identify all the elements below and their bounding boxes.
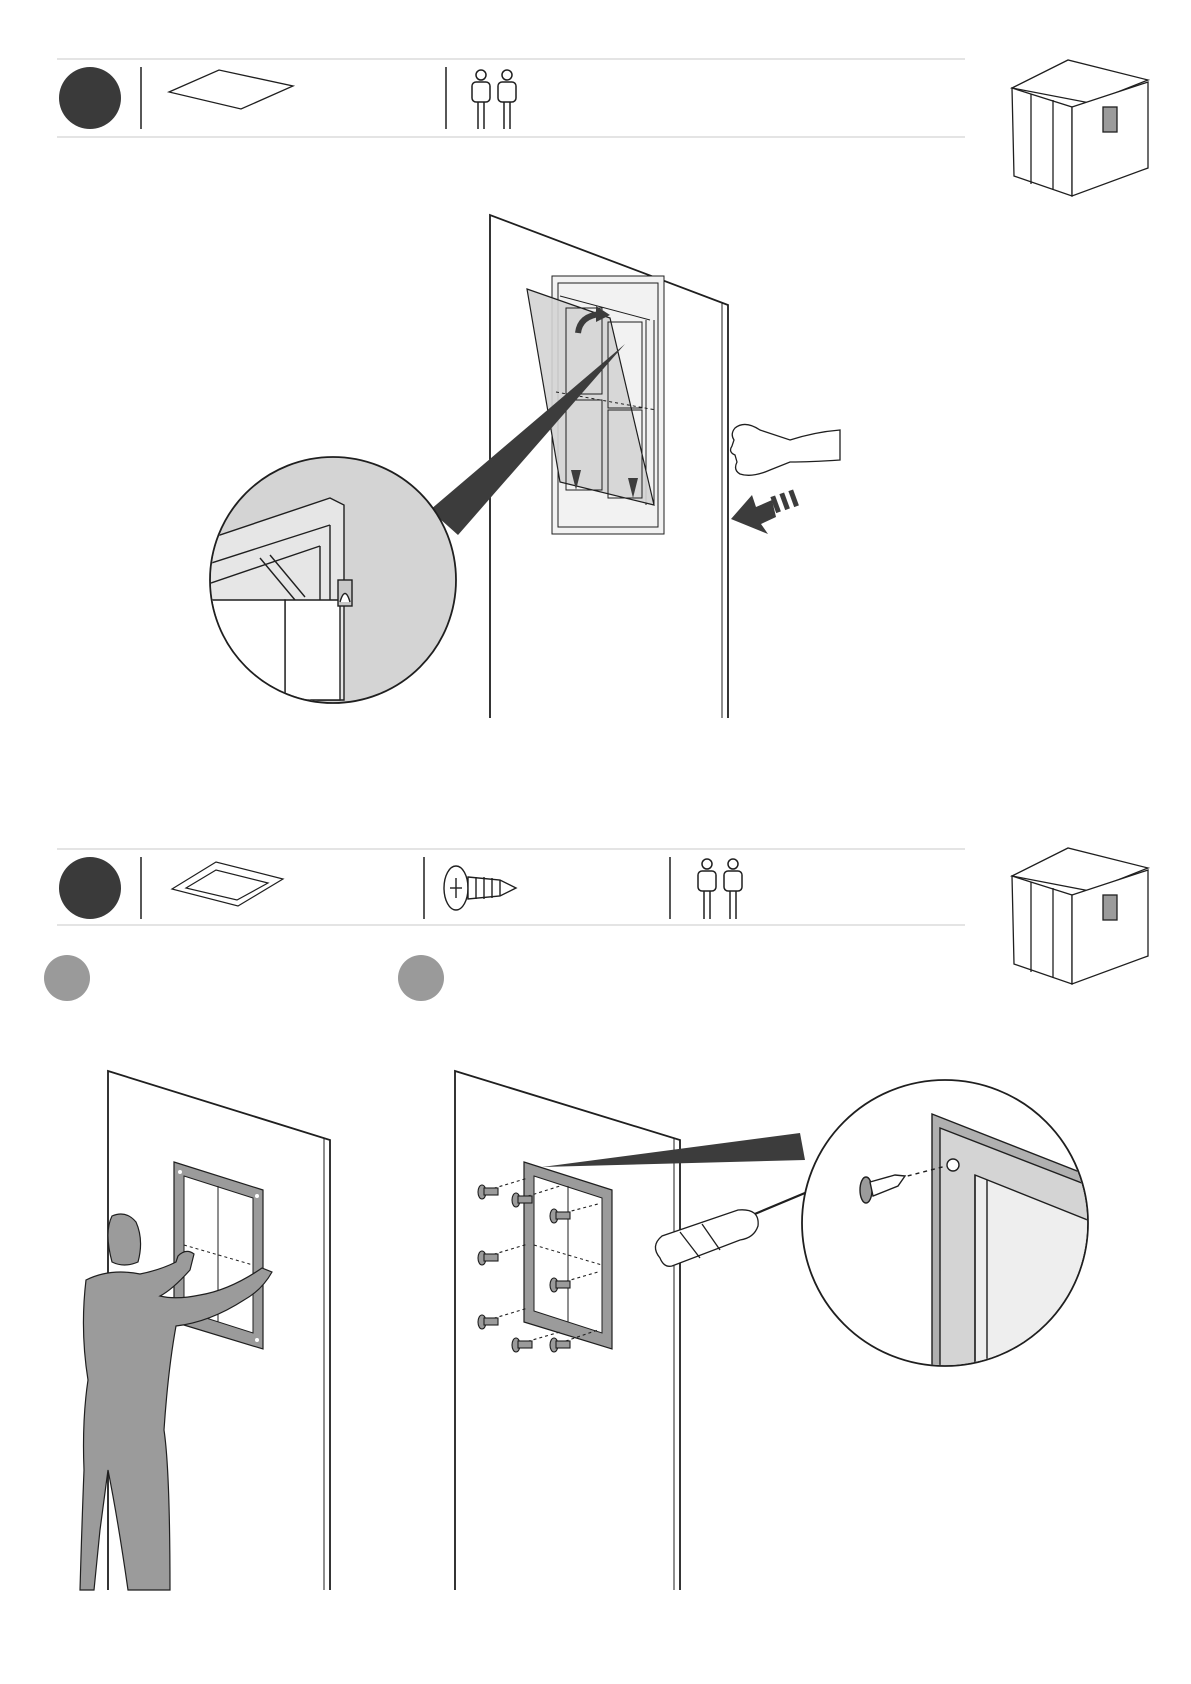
- shed-thumbnail-icon: [1012, 60, 1148, 196]
- substep-a-illustration: [80, 1071, 330, 1590]
- shed-thumbnail-icon: [1012, 848, 1148, 984]
- screw-icon: [444, 866, 516, 910]
- step-header-bottom: [57, 849, 965, 925]
- substep-badge-a: [44, 955, 90, 1001]
- hand: [731, 424, 840, 475]
- clear-panel-sheet-icon: [169, 70, 293, 109]
- window-frame-icon: [172, 862, 283, 906]
- push-arrow: [731, 489, 799, 534]
- step-number-badge: [59, 67, 121, 129]
- window-frame: [524, 1162, 612, 1349]
- top-illustration: [204, 215, 840, 718]
- two-persons-icon: [698, 859, 742, 919]
- two-persons-icon: [472, 70, 516, 129]
- substep-b-illustration: [455, 1071, 1100, 1590]
- substep-badge-b: [398, 955, 444, 1001]
- step-header-top: [57, 59, 965, 137]
- step-number-badge: [59, 857, 121, 919]
- zoom-detail-callout: [802, 1080, 1100, 1370]
